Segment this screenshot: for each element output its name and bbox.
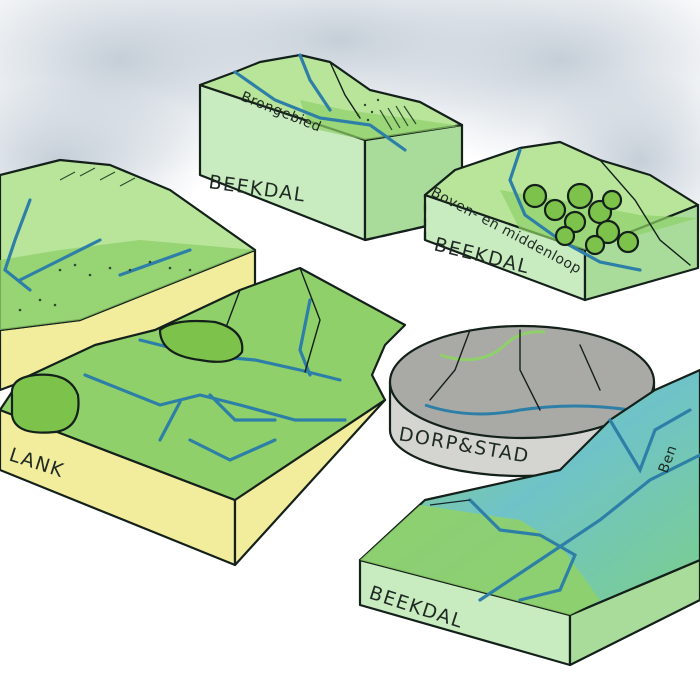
block-flank-plateau	[0, 266, 407, 567]
block-flank-hills	[0, 158, 257, 392]
block-boven-middenloop	[423, 140, 700, 302]
block-benedenloop	[358, 368, 700, 667]
